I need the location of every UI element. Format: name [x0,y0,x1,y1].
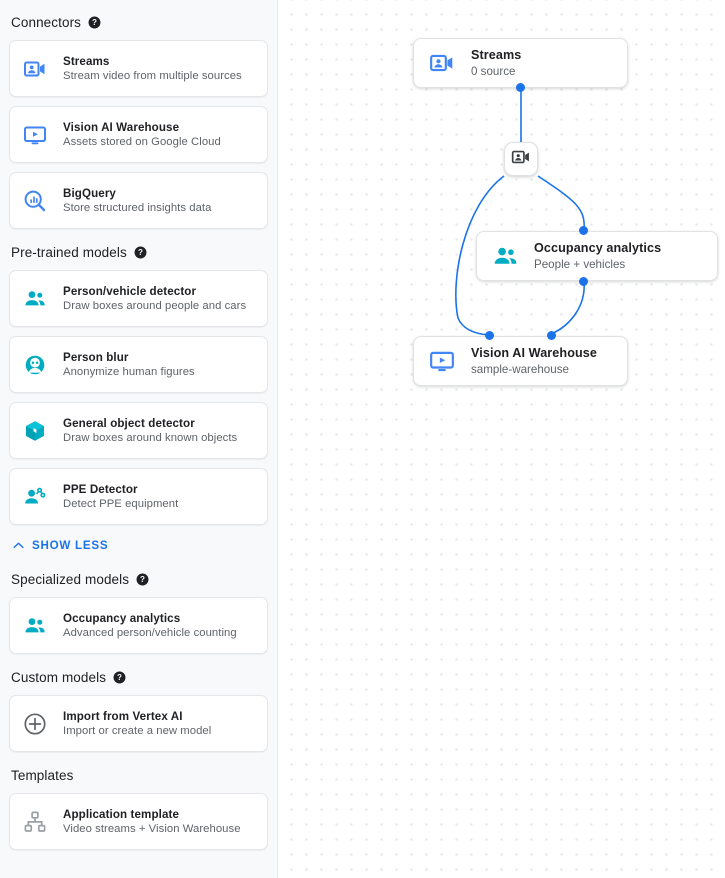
card-text: Person blur Anonymize human figures [63,351,195,378]
card-subtitle: Assets stored on Google Cloud [63,136,221,148]
people-icon [22,613,48,639]
graph-node-vision-ai-warehouse[interactable]: Vision AI Warehouse sample-warehouse [413,336,628,386]
section-header-specialized-models: Specialized models ? [9,569,268,589]
model-card-general-object-detector[interactable]: General object detector Draw boxes aroun… [9,402,268,459]
card-text: Occupancy analytics Advanced person/vehi… [63,612,237,639]
graph-node-mini-camera[interactable] [504,142,538,176]
card-text: BigQuery Store structured insights data [63,187,211,214]
chevron-up-icon [13,542,24,549]
card-title: Vision AI Warehouse [63,121,180,134]
card-subtitle: Advanced person/vehicle counting [63,627,237,639]
connector-card-vision-ai-warehouse[interactable]: Vision AI Warehouse Assets stored on Goo… [9,106,268,163]
port-occupancy-input[interactable] [579,226,588,235]
graph-edges [455,88,585,336]
port-warehouse-input-left[interactable] [485,331,494,340]
section-header-custom-models: Custom models ? [9,667,268,687]
card-title: Occupancy analytics [63,612,181,625]
section-title: Pre-trained models [11,244,127,260]
help-circle-icon[interactable]: ? [113,671,126,684]
node-title: Streams [471,48,522,62]
bigquery-search-icon [22,188,48,214]
card-subtitle: Video streams + Vision Warehouse [63,823,241,835]
card-title: Person blur [63,351,129,364]
section-header-templates: Templates [9,765,268,785]
svg-text:?: ? [140,575,145,584]
node-subtitle: People + vehicles [534,258,626,271]
video-camera-icon [511,147,531,172]
card-subtitle: Store structured insights data [63,202,212,214]
help-circle-icon[interactable]: ? [136,573,149,586]
model-card-occupancy-analytics[interactable]: Occupancy analytics Advanced person/vehi… [9,597,268,654]
card-subtitle: Import or create a new model [63,725,212,737]
node-title: Occupancy analytics [534,241,662,255]
connector-card-streams[interactable]: Streams Stream video from multiple sourc… [9,40,268,97]
model-card-import-from-vertex-ai[interactable]: Import from Vertex AI Import or create a… [9,695,268,752]
port-warehouse-input-right[interactable] [547,331,556,340]
show-less-label: SHOW LESS [32,539,109,552]
monitor-play-icon [428,347,456,375]
show-less-button[interactable]: SHOW LESS [9,534,111,556]
edge-occupancy-to-warehouse [550,281,585,335]
video-camera-icon [428,49,456,77]
card-title: Person/vehicle detector [63,285,197,298]
model-card-person-vehicle-detector[interactable]: Person/vehicle detector Draw boxes aroun… [9,270,268,327]
card-title: Streams [63,55,110,68]
svg-text:?: ? [92,18,97,27]
svg-text:?: ? [138,248,143,257]
node-text: Occupancy analytics People + vehicles [534,241,661,271]
graph-node-streams[interactable]: Streams 0 source [413,38,628,88]
svg-text:?: ? [117,673,122,682]
model-card-ppe-detector[interactable]: PPE Detector Detect PPE equipment [9,468,268,525]
plus-circle-icon [22,711,48,737]
card-text: PPE Detector Detect PPE equipment [63,483,178,510]
people-icon [22,286,48,312]
help-circle-icon[interactable]: ? [88,16,101,29]
card-text: Streams Stream video from multiple sourc… [63,55,242,82]
card-text: Application template Video streams + Vis… [63,808,241,835]
node-subtitle: sample-warehouse [471,363,569,376]
component-sidebar: Connectors ? Streams Stream video from m… [0,0,278,878]
card-title: Import from Vertex AI [63,710,183,723]
face-blur-icon [22,352,48,378]
graph-node-occupancy-analytics[interactable]: Occupancy analytics People + vehicles [476,231,718,281]
edge-mini-to-occupancy [537,175,585,231]
card-subtitle: Detect PPE equipment [63,498,179,510]
port-streams-output[interactable] [516,83,525,92]
section-title: Specialized models [11,571,130,587]
card-text: General object detector Draw boxes aroun… [63,417,237,444]
node-text: Streams 0 source [471,48,521,78]
model-card-person-blur[interactable]: Person blur Anonymize human figures [9,336,268,393]
section-header-connectors: Connectors ? [9,12,268,32]
card-title: PPE Detector [63,483,138,496]
node-text: Vision AI Warehouse sample-warehouse [471,346,597,376]
card-subtitle: Stream video from multiple sources [63,70,242,82]
card-title: General object detector [63,417,195,430]
hierarchy-icon [22,809,48,835]
cube-icon [22,418,48,444]
card-text: Vision AI Warehouse Assets stored on Goo… [63,121,221,148]
port-occupancy-output[interactable] [579,277,588,286]
ppe-person-icon [22,484,48,510]
edge-mini-to-warehouse [455,175,505,336]
node-title: Vision AI Warehouse [471,346,597,360]
card-subtitle: Anonymize human figures [63,366,195,378]
connector-card-bigquery[interactable]: BigQuery Store structured insights data [9,172,268,229]
card-subtitle: Draw boxes around people and cars [63,300,247,312]
section-title: Connectors [11,14,82,30]
node-subtitle: 0 source [471,65,516,78]
help-circle-icon[interactable]: ? [134,246,147,259]
video-camera-icon [22,56,48,82]
card-text: Person/vehicle detector Draw boxes aroun… [63,285,246,312]
card-text: Import from Vertex AI Import or create a… [63,710,211,737]
section-header-pre-trained-models: Pre-trained models ? [9,242,268,262]
monitor-play-icon [22,122,48,148]
card-title: Application template [63,808,180,821]
section-title: Custom models [11,669,107,685]
template-card-application-template[interactable]: Application template Video streams + Vis… [9,793,268,850]
section-title: Templates [11,767,74,783]
card-title: BigQuery [63,187,116,200]
card-subtitle: Draw boxes around known objects [63,432,238,444]
people-icon [491,242,519,270]
graph-canvas[interactable]: Streams 0 source [278,0,725,878]
